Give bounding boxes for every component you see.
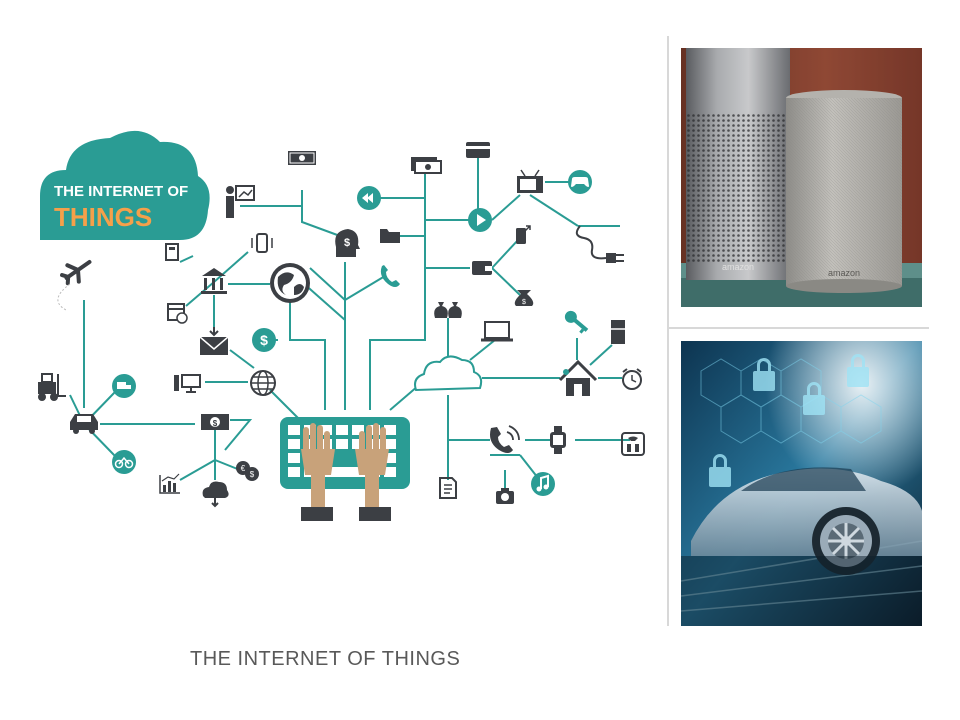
alarm-clock-icon [622, 368, 642, 390]
music-icon [531, 472, 555, 496]
bicycle-icon [112, 450, 136, 474]
calculator-icon [165, 243, 179, 261]
speaker-brand-left: amazon [722, 262, 754, 272]
key-icon [564, 310, 589, 334]
credit-card-icon [466, 142, 490, 158]
truck-icon [112, 374, 136, 398]
cloud-icon [414, 355, 483, 392]
bill-icon: $ [201, 414, 229, 430]
svg-text:$: $ [250, 470, 255, 479]
airplane-icon [60, 259, 92, 286]
keyboard-hands-icon [280, 417, 410, 521]
gamepad-icon [568, 170, 592, 194]
vertical-divider [667, 36, 669, 626]
calendar-icon [167, 303, 188, 324]
wallet-cards-icon [411, 157, 442, 174]
mobile-call-icon [490, 425, 520, 453]
bank-icon [201, 268, 227, 294]
mobile-share-icon [516, 225, 531, 244]
page-title: THE INTERNET OF THINGS [190, 648, 461, 670]
scale-icon [621, 432, 645, 456]
currency-icon: € $ [236, 461, 259, 481]
camera-icon [496, 488, 514, 504]
speaker-brand-right: amazon [828, 268, 860, 278]
desktop-icon [174, 374, 201, 393]
fridge-icon [611, 320, 625, 344]
smartwatch-icon [550, 426, 566, 454]
logo-line2: THINGS [54, 202, 152, 232]
wallet-icon [472, 261, 492, 275]
dollar-circle-icon: $ [252, 328, 276, 352]
power-plug-icon [575, 225, 624, 263]
horizontal-divider [669, 327, 929, 329]
logo-cloud: THE INTERNET OF THINGS [40, 130, 210, 240]
smart-home-icon [558, 359, 598, 396]
svg-text:$: $ [344, 237, 350, 249]
email-icon [199, 327, 229, 355]
folder-icon [380, 229, 400, 243]
svg-text:€: € [241, 464, 246, 473]
logo-line1: THE INTERNET OF [54, 183, 188, 200]
play-icon [468, 208, 492, 232]
tv-icon [517, 169, 543, 193]
presenter-icon [226, 185, 255, 218]
iot-diagram: THE INTERNET OF THINGS [38, 130, 645, 521]
globe-icon [270, 263, 310, 303]
svg-text:$: $ [213, 419, 218, 428]
document-icon [439, 477, 457, 499]
smart-speakers-photo: amazon amazon [681, 48, 922, 307]
laptop-icon [481, 321, 513, 342]
money-bags-icon [434, 302, 462, 318]
car-icon [70, 414, 98, 434]
brain-dollar-icon: $ [335, 229, 360, 257]
svg-text:$: $ [260, 332, 268, 348]
network-globe-icon [250, 370, 276, 396]
rewind-icon [357, 186, 381, 210]
money-bag-icon: $ [514, 290, 534, 306]
money-stack-icon [288, 151, 316, 165]
flight-path [57, 283, 71, 311]
handset-icon [380, 265, 400, 287]
bar-chart-icon [159, 473, 180, 494]
phone-vibrate-icon [251, 233, 273, 253]
connected-car-photo [681, 341, 922, 626]
forklift-icon [38, 373, 66, 401]
cloud-download-icon [202, 481, 229, 508]
svg-text:$: $ [522, 299, 526, 306]
